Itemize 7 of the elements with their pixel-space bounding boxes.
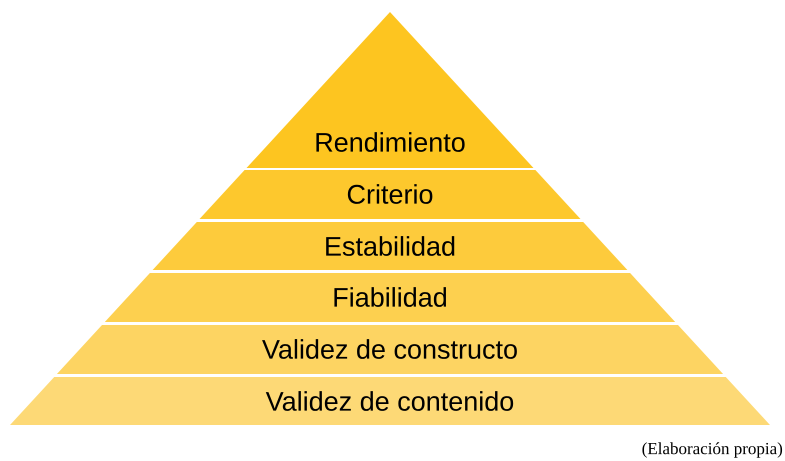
pyramid-level: Criterio — [200, 170, 580, 219]
pyramid-level: Validez de constructo — [56, 325, 724, 374]
pyramid-level: Rendimiento — [246, 12, 534, 168]
caption: (Elaboración propia) — [642, 442, 782, 458]
pyramid-level: Validez de contenido — [10, 377, 770, 425]
pyramid-level: Estabilidad — [152, 222, 628, 270]
pyramid-level: Fiabilidad — [104, 273, 676, 322]
